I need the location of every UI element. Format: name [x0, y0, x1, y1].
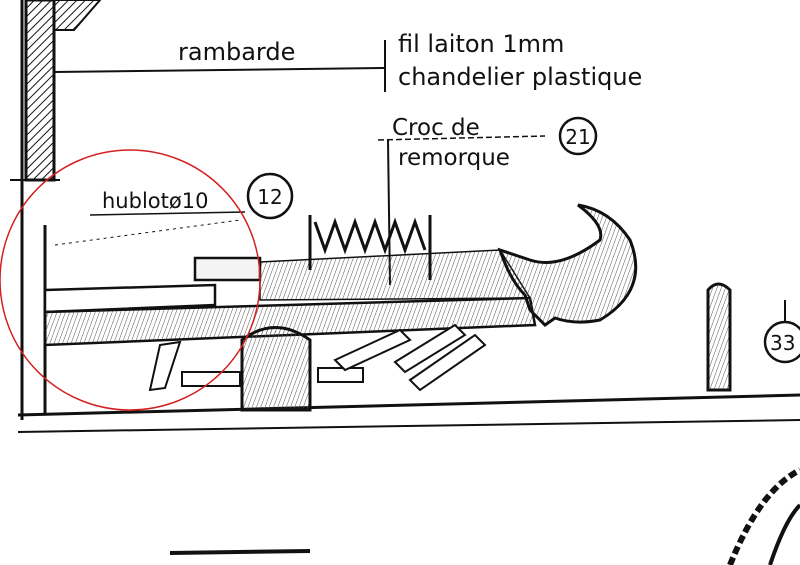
callout-33: 33: [763, 300, 800, 364]
callout-21-number: 21: [565, 125, 590, 149]
right-post: [706, 282, 732, 392]
hatched-bulkhead: [10, 0, 102, 420]
callout-33-number: 33: [770, 331, 795, 355]
callout-12: 12: [246, 172, 294, 220]
label-croc-line2: remorque: [398, 145, 510, 171]
bottom-fragments: [169, 467, 800, 565]
spring: [308, 215, 432, 280]
bollard: [240, 326, 312, 412]
label-chandelier: chandelier plastique: [398, 63, 642, 91]
callout-12-number: 12: [257, 185, 282, 209]
label-fil-laiton: fil laiton 1mm: [398, 30, 564, 58]
label-croc-line1: Croc de: [392, 115, 480, 141]
towing-hook: [497, 203, 638, 327]
rail-bar: [43, 249, 537, 347]
highlight-circle: [0, 149, 261, 411]
label-hublot: hublotø10: [102, 189, 208, 213]
label-rambarde: rambarde: [178, 38, 295, 66]
callout-21: 21: [558, 116, 598, 156]
slats: [148, 323, 487, 392]
